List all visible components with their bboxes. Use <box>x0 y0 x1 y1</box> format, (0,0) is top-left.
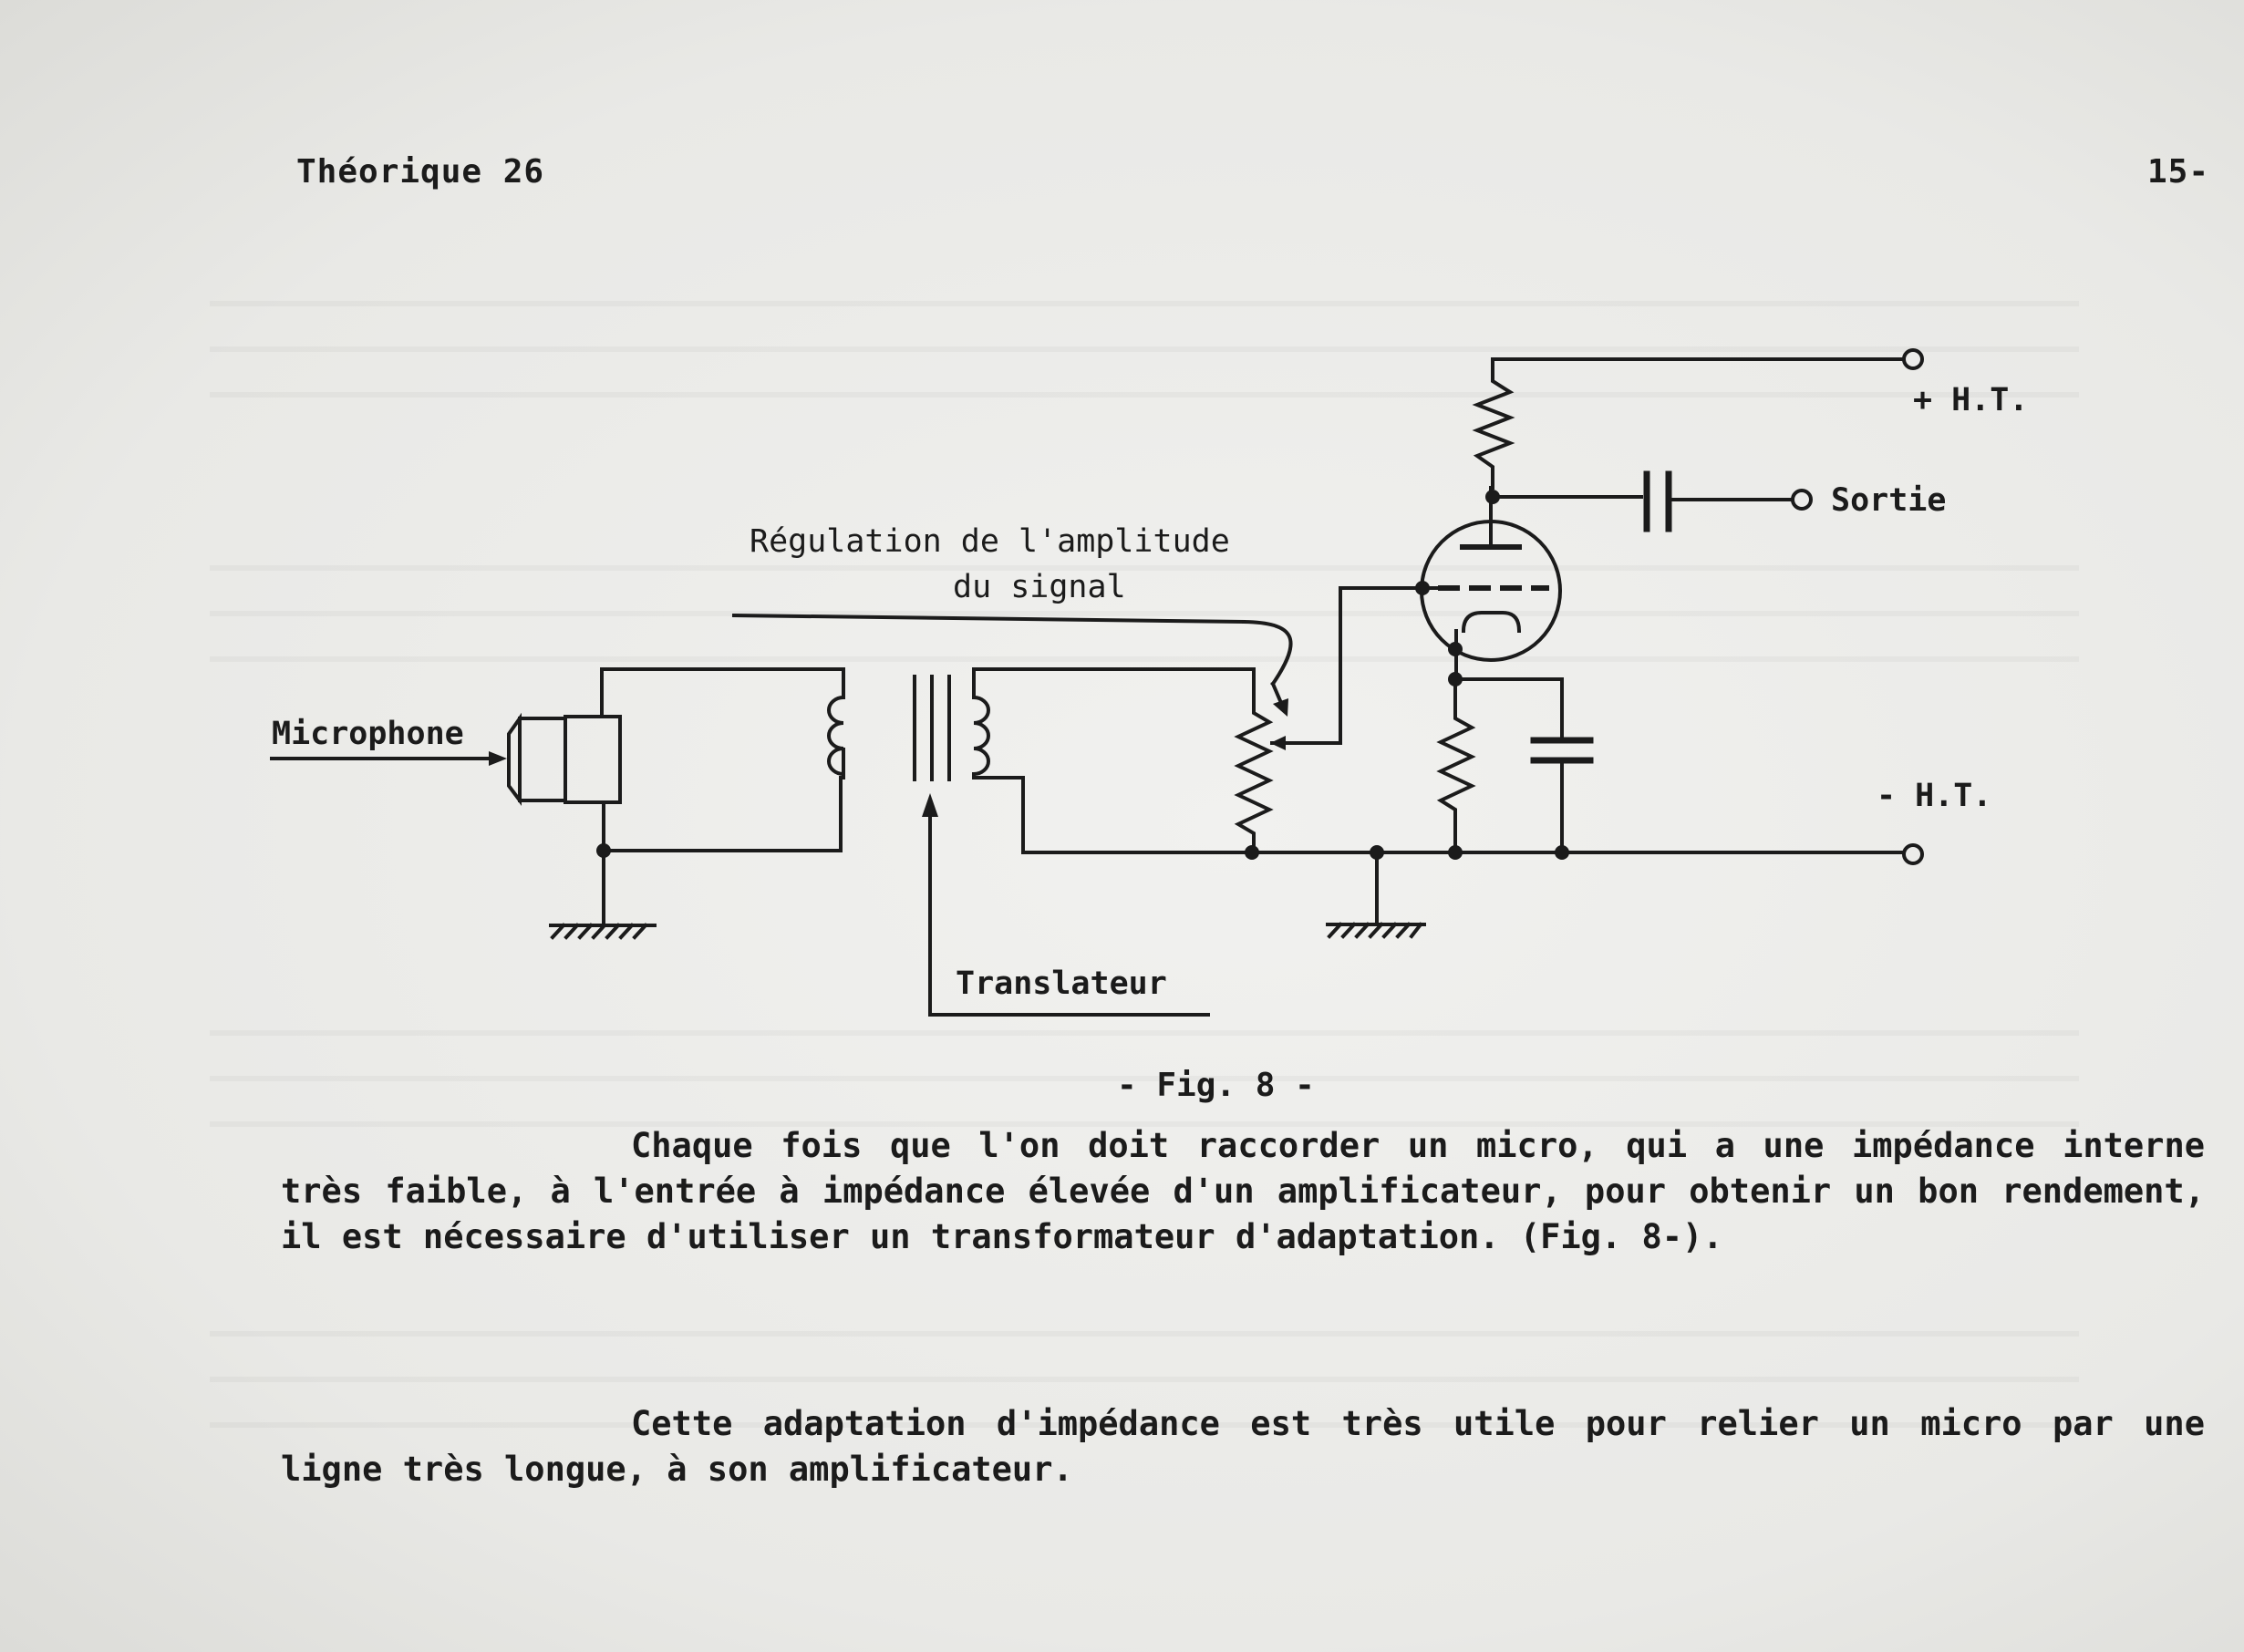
cathode-circuit <box>1436 642 1594 854</box>
transformer-core <box>913 675 951 781</box>
secondary-coil <box>971 695 990 777</box>
ground-symbol-right-icon <box>1326 922 1426 939</box>
regulation-label-line1: Régulation de l'amplitude <box>750 523 1230 560</box>
body-paragraph-2: Cette adaptation d'impédance est très ut… <box>281 1404 2205 1489</box>
regulation-label-line2: du signal <box>953 569 1126 605</box>
body-paragraph-1: Chaque fois que l'on doit raccorder un m… <box>281 1126 2205 1256</box>
ground-bus <box>596 843 1924 923</box>
microphone-icon <box>507 712 622 806</box>
microphone-label: Microphone <box>272 716 464 752</box>
vacuum-tube-icon <box>1420 498 1562 686</box>
grid-connection <box>1306 581 1430 745</box>
translateur-pointer <box>922 793 1210 1017</box>
microphone-arrow <box>270 751 507 766</box>
anode-circuit <box>1472 348 1924 532</box>
sortie-label: Sortie <box>1831 482 1946 519</box>
plus-ht-label: + H.T. <box>1913 382 2028 418</box>
translateur-label: Translateur <box>956 965 1167 1002</box>
primary-coil <box>827 695 846 777</box>
figure-caption: - Fig. 8 - <box>1117 1067 1315 1104</box>
secondary-circuit <box>972 667 1256 854</box>
potentiometer <box>731 613 1309 854</box>
ground-symbol-left-icon <box>549 913 657 940</box>
page-number: 15- <box>2147 153 2210 191</box>
primary-circuit <box>600 667 845 916</box>
minus-ht-label: - H.T. <box>1877 778 1991 814</box>
header-title: Théorique 26 <box>296 153 545 191</box>
